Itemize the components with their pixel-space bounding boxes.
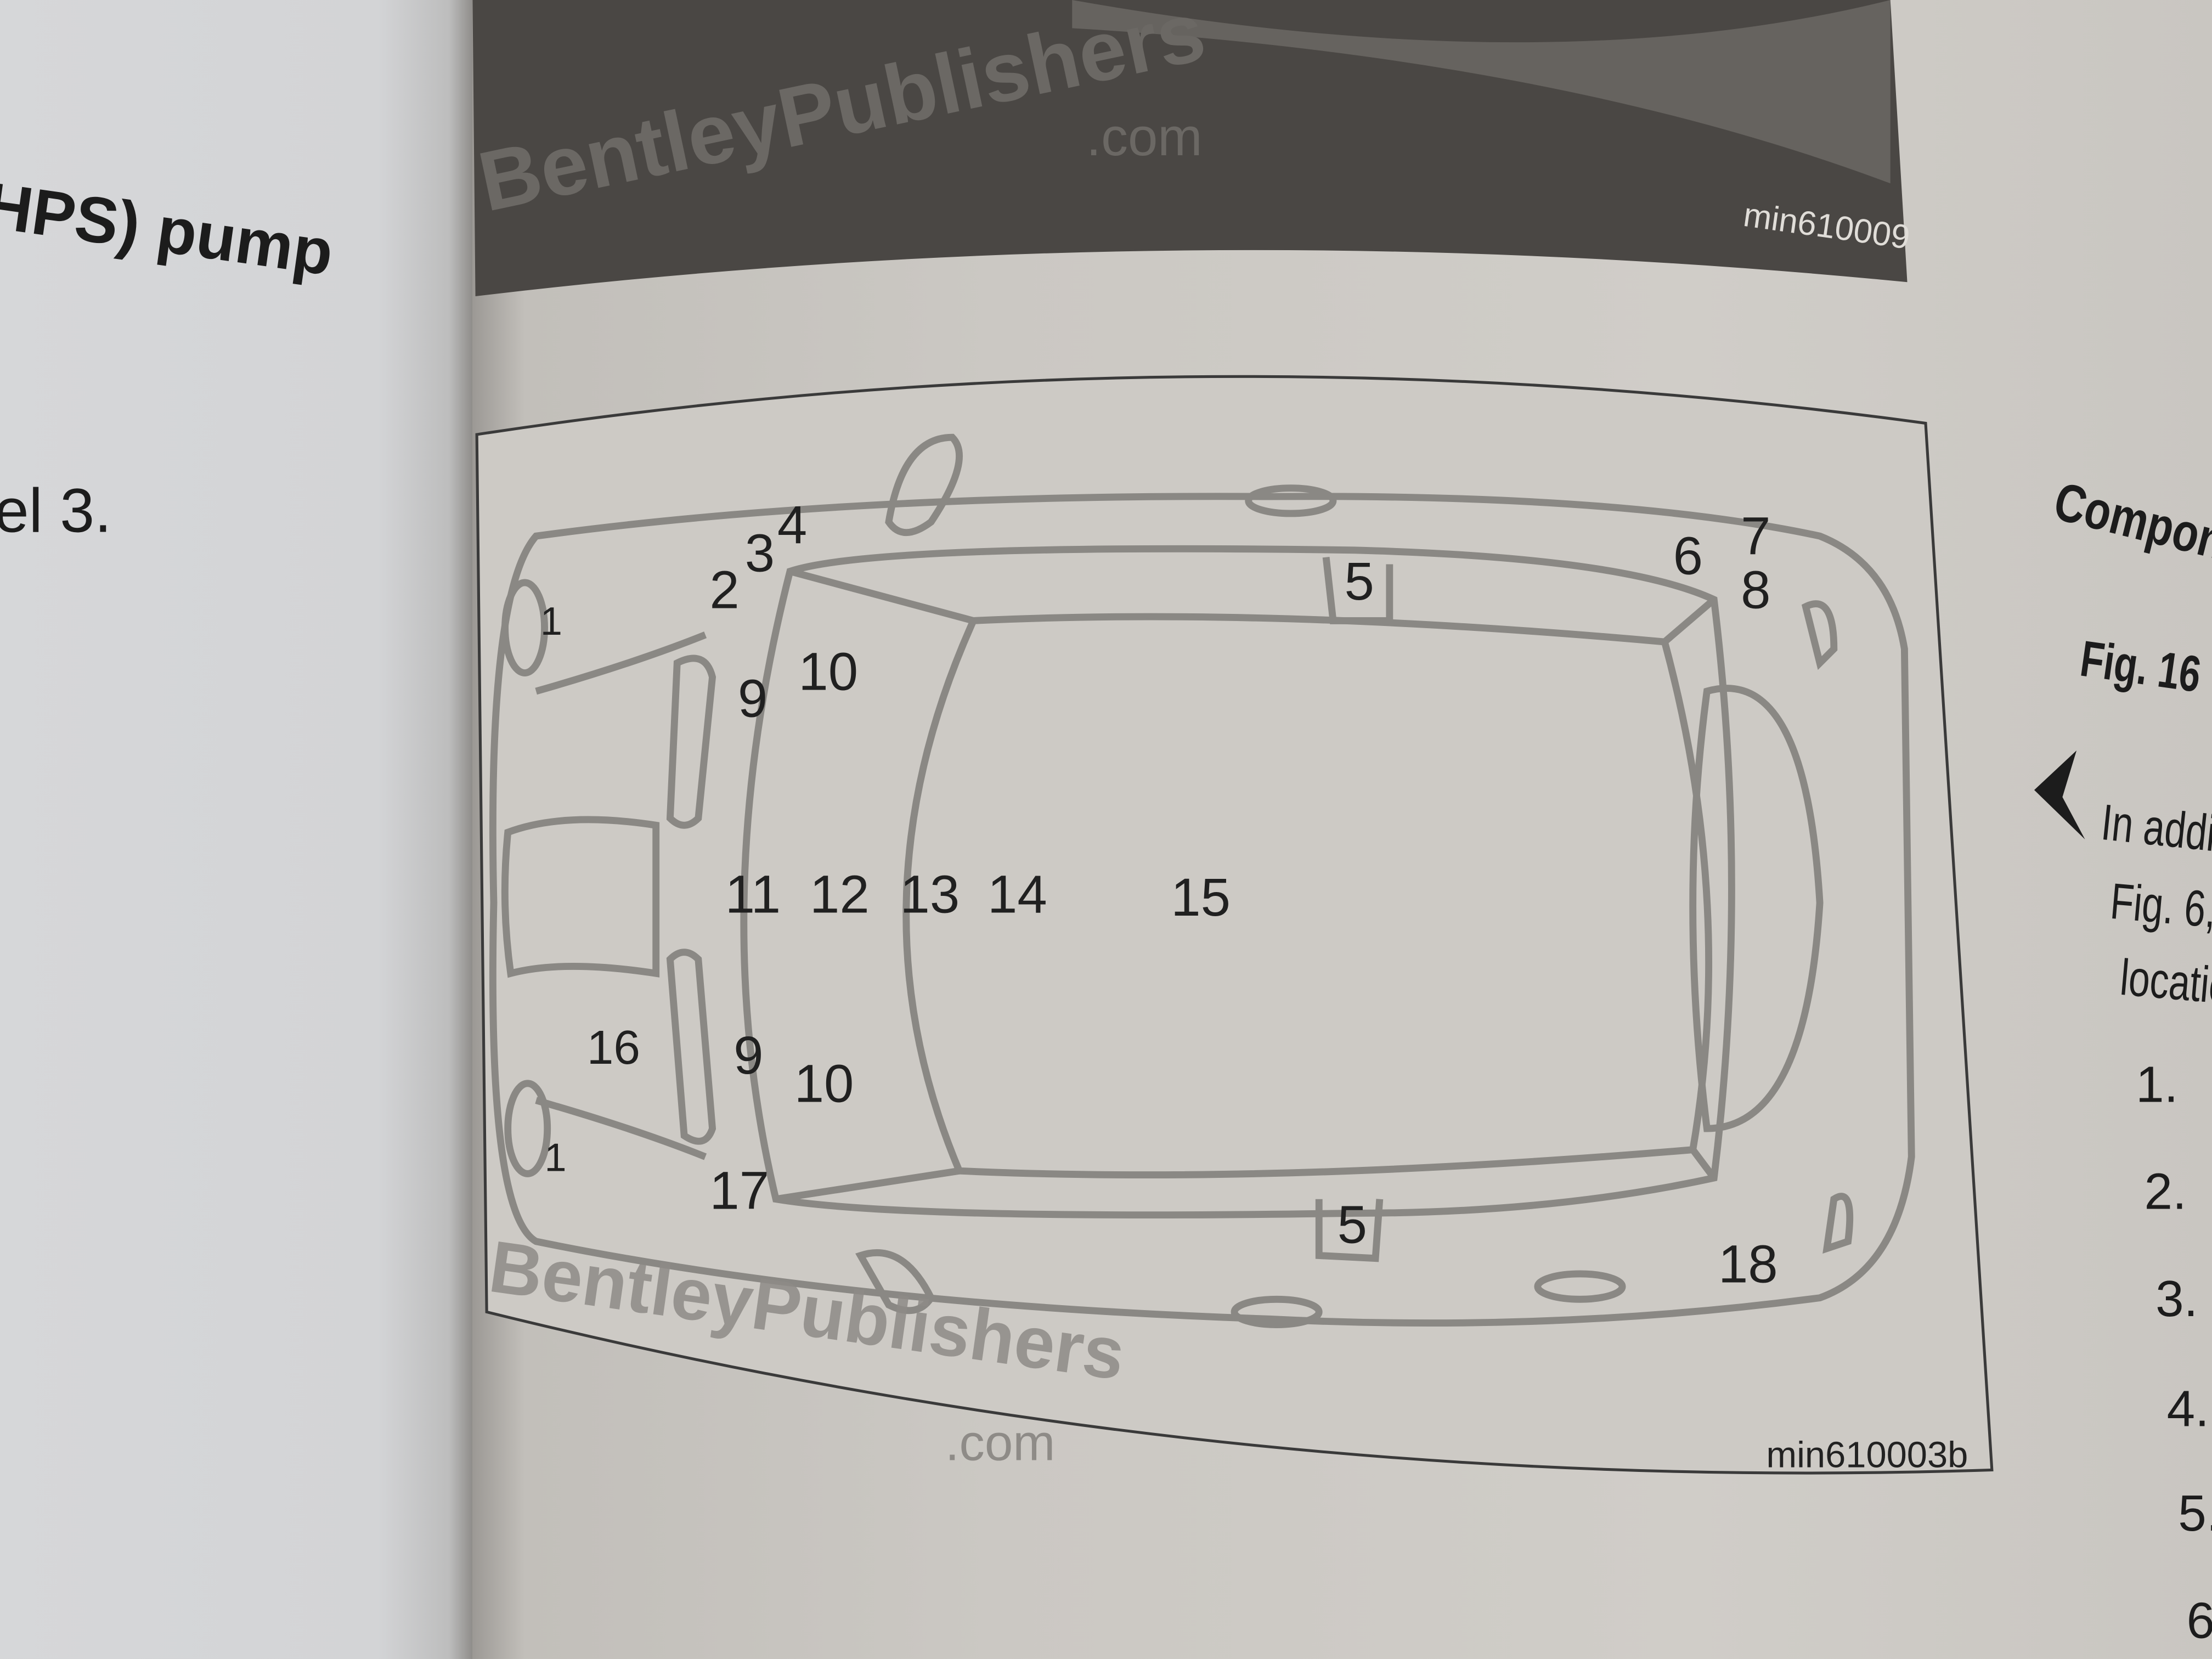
callout: 4 [777,496,808,556]
diagram-figure-code: min610003b [1766,1434,1968,1475]
list-number: 6 [2187,1592,2212,1651]
list-number: 5. [2178,1484,2212,1542]
callout: 10 [798,643,859,703]
callout: 10 [794,1055,854,1115]
callout: 8 [1741,561,1771,621]
left-text-fragment: el 3. [0,477,112,546]
list-number: 2. [2144,1162,2187,1221]
callout: 5 [1337,1196,1368,1256]
callout: 2 [709,561,740,621]
diagram-watermark-domain: .com [945,1414,1056,1471]
callout: 12 [809,866,870,926]
callout: 16 [586,1021,640,1075]
car-outline [489,433,1915,1328]
callout: 7 [1741,507,1771,567]
callout: 14 [987,866,1047,926]
callout: 6 [1673,527,1703,587]
callout: 9 [737,670,768,730]
list-number: 4. [2166,1379,2209,1438]
callout: 18 [1718,1235,1778,1295]
para-line: Fig. 6, [2108,872,2212,939]
photo-watermark-domain: .com [1086,107,1203,167]
callout: 5 [1344,552,1374,612]
left-page: HPS) pump el 3. [0,0,473,1659]
callout: 15 [1171,868,1231,928]
list-number: 1. [2136,1055,2179,1113]
callout: 13 [900,866,960,926]
callout: 9 [733,1026,764,1086]
list-number: 3. [2155,1269,2198,1328]
callout: 3 [744,524,775,584]
callout: 17 [709,1162,770,1222]
callout: 11 [725,866,781,926]
callout: 1 [544,1135,567,1180]
arrow-left-icon [2034,750,2085,839]
para-line: locatio [2118,947,2212,1015]
callout: 1 [540,599,562,644]
